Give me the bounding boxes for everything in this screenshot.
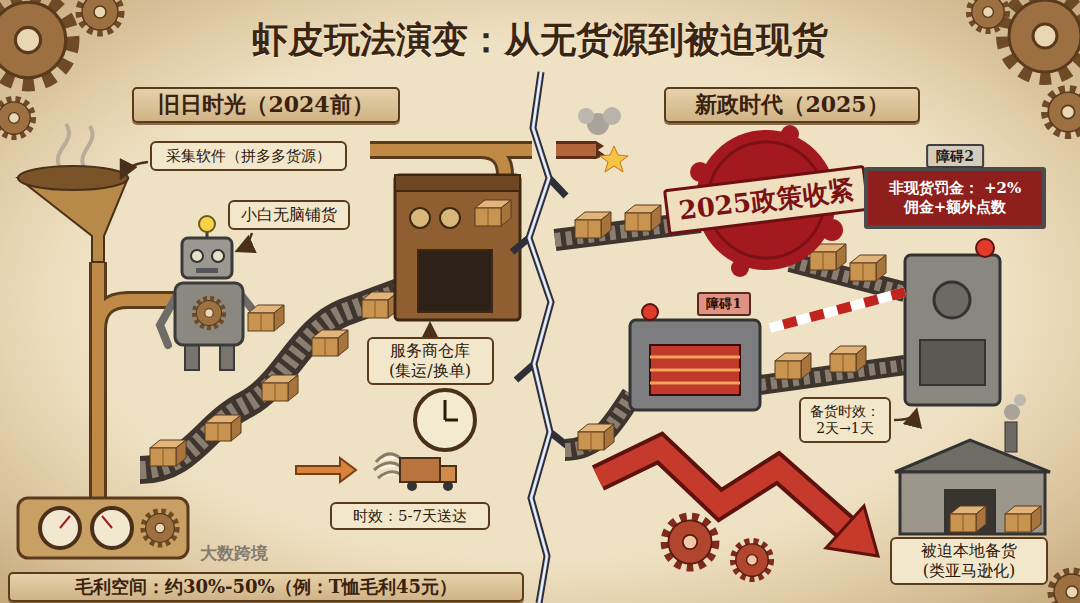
callout-box: 小白无脑铺货 bbox=[228, 200, 350, 230]
node-text: 备货时效： 2天→1天 bbox=[809, 403, 881, 438]
broken-pipe bbox=[556, 107, 628, 172]
node-text: 采集软件（拼多多货源） bbox=[165, 147, 332, 166]
warehouse-machine bbox=[395, 175, 520, 320]
callout-box: 时效：5-7天送达 bbox=[330, 502, 490, 530]
steam bbox=[58, 124, 93, 168]
era-banner: 新政时代（2025） bbox=[664, 87, 920, 123]
local-warehouse bbox=[895, 394, 1050, 534]
era-banner: 旧日时光（2024前） bbox=[132, 87, 400, 123]
node-text: 旧日时光（2024前） bbox=[157, 91, 375, 119]
node-text: 毛利空间：约30%-50%（例：T恤毛利45元） bbox=[74, 576, 459, 599]
node-text: 服务商仓库 (集运/换单) bbox=[388, 341, 472, 381]
clock bbox=[415, 390, 475, 450]
node-text: 小白无脑铺货 bbox=[240, 205, 338, 225]
node-text: 新政时代（2025） bbox=[694, 91, 890, 119]
obstacle-tag: 障碍1 bbox=[697, 292, 751, 316]
leader-arrows bbox=[122, 162, 430, 335]
margin-banner: 毛利空间：约30%-50%（例：T恤毛利45元） bbox=[8, 572, 524, 603]
sign-heading: 障碍2 bbox=[926, 144, 984, 168]
callout-box: 服务商仓库 (集运/换单) bbox=[367, 337, 494, 385]
watermark: 大数跨境 bbox=[200, 542, 268, 565]
node-text: 被迫本地备货 (类亚马逊化) bbox=[920, 541, 1018, 581]
callout-box: 备货时效： 2天→1天 bbox=[799, 397, 891, 443]
gate-machine-2 bbox=[770, 239, 1000, 420]
node-text: 障碍1 bbox=[705, 296, 743, 312]
brass-pipes bbox=[98, 150, 532, 500]
title-text: 虾皮玩法演变：从无货源到被迫现货 bbox=[0, 16, 1080, 65]
gauge-panel bbox=[18, 498, 188, 558]
funnel bbox=[18, 166, 128, 262]
falling-arrow bbox=[598, 448, 878, 579]
barrier-machine-1 bbox=[630, 304, 760, 410]
callout-box: 采集软件（拼多多货源） bbox=[150, 141, 347, 171]
callout-box: 被迫本地备货 (类亚马逊化) bbox=[890, 537, 1048, 585]
flying-truck bbox=[374, 454, 456, 491]
speed-arrow bbox=[296, 458, 356, 482]
robot bbox=[160, 216, 284, 370]
node-text: 非现货罚金： +2%佣金+额外点数 bbox=[884, 179, 1026, 217]
warning-sign: 障碍2非现货罚金： +2%佣金+额外点数 bbox=[864, 167, 1046, 229]
node-text: 时效：5-7天送达 bbox=[352, 507, 469, 526]
